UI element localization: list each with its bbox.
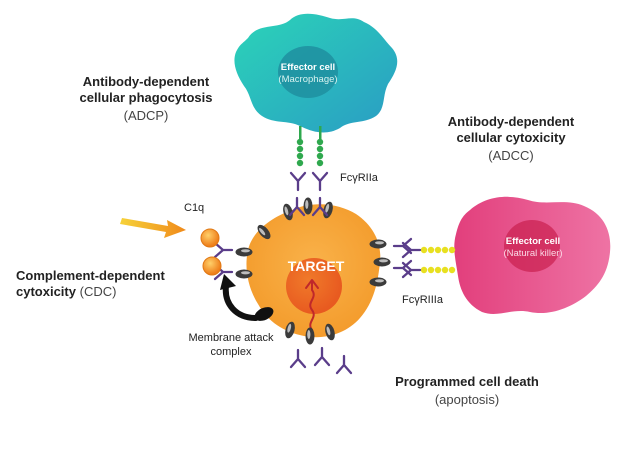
macrophage-nucleus	[278, 46, 338, 98]
adcp-abbr: (ADCP)	[123, 108, 169, 123]
macrophage-label: Effector cell (Macrophage)	[268, 62, 348, 87]
adcc-title-line1: Antibody-dependent	[447, 114, 575, 129]
adcc-title-line2: cellular cytoxicity	[456, 130, 566, 146]
complement-c1q-2	[202, 256, 222, 276]
pcd-sub: (apoptosis)	[434, 392, 500, 407]
cdc-title: Complement-dependent cytoxicity (CDC)	[16, 268, 186, 301]
adcp-title-line1: Antibody-dependent	[82, 74, 210, 89]
nk-nucleus	[504, 220, 560, 272]
adcp-title-line2: cellular phagocytosis	[79, 90, 213, 106]
fcgr2a-receptors	[296, 126, 324, 167]
fcgr3a-label: FcγRIIIa	[402, 294, 443, 306]
cdc-abbr: (CDC)	[79, 284, 117, 300]
target-nucleus	[286, 258, 342, 314]
nk-sub: (Natural killer)	[503, 248, 563, 260]
c1q-label: C1q	[184, 202, 205, 214]
membrane-attack-complex	[254, 307, 274, 321]
nk-label: Effector cell (Natural killer)	[490, 236, 576, 261]
mac-arrow	[222, 283, 259, 321]
mac-arrow-head	[220, 274, 236, 290]
complement-c1q-1	[200, 228, 220, 248]
macrophage-sub: (Macrophage)	[278, 74, 338, 86]
target-label: TARGET	[287, 258, 345, 274]
adcc-title: Antibody-dependent cellular cytoxicity	[432, 114, 590, 147]
fcgr2a-label: FcγRIIa	[340, 172, 378, 184]
c1q-arrow	[120, 218, 186, 238]
mac-label-line1: Membrane attack	[188, 332, 274, 344]
macrophage-title: Effector cell	[280, 62, 336, 73]
mac-label: Membrane attack complex	[176, 332, 286, 360]
adcp-title: Antibody-dependent cellular phagocytosis	[62, 74, 230, 107]
pcd-title: Programmed cell death	[395, 374, 539, 389]
cdc-title-line1: Complement-dependent	[16, 268, 165, 283]
nk-title: Effector cell	[505, 236, 561, 247]
adcc-abbr: (ADCC)	[488, 148, 534, 163]
cdc-title-line2: cytoxicity	[16, 284, 76, 300]
mac-label-line2: complex	[210, 345, 252, 358]
fcgr3a-receptors	[420, 246, 456, 274]
apoptosis-signal	[305, 279, 319, 331]
